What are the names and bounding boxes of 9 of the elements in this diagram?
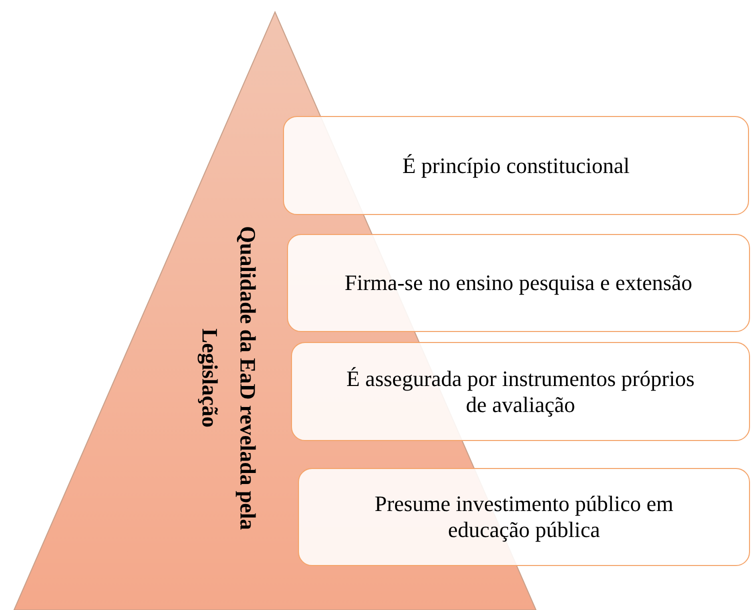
pyramid-title: Qualidade da EaD revelada pela Legislação [196,225,261,532]
statement-box [298,468,750,566]
statement-text: É princípio constitucional [402,152,630,178]
statement-text: É assegurada por instrumentos próprios de avaliação [345,366,696,418]
statement-text: Presume investimento público em educação pública [374,491,674,543]
statement-box [287,234,750,332]
statement-box [283,116,749,215]
statement-text: Firma-se no ensino pesquisa e extensão [344,270,692,296]
statement-box [291,342,750,441]
